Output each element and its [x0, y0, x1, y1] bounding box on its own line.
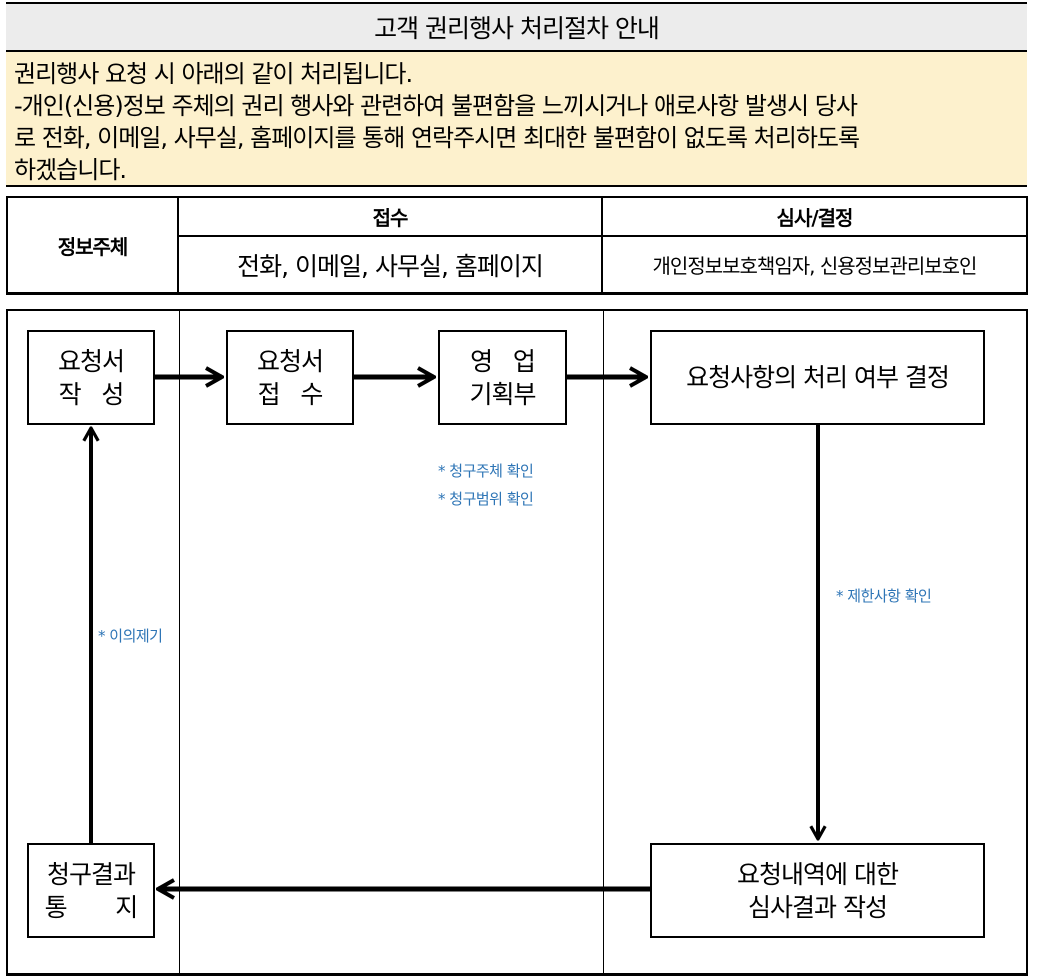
step-label: 요청사항의 처리 여부 결정 — [686, 363, 950, 392]
step-receive-request: 요청서 접 수 — [226, 330, 354, 425]
step-notify-result: 청구결과 통 지 — [27, 843, 155, 938]
notice-line: 권리행사 요청 시 아래의 같이 처리됩니다. — [14, 60, 413, 88]
step-label: 청구결과 — [46, 859, 136, 889]
reception-header: 접수 — [179, 198, 603, 237]
review-header: 심사/결정 — [603, 198, 1026, 237]
notice-line: 로 전화, 이메일, 사무실, 홈페이지를 통해 연락주시면 최대한 불편함이 … — [14, 124, 860, 152]
flow-diagram — [6, 309, 1028, 976]
step-label: 영 업 — [470, 346, 536, 376]
note-objection: * 이의제기 — [98, 627, 163, 645]
lane-divider — [179, 311, 180, 973]
note-check-scope: * 청구범위 확인 — [438, 490, 534, 508]
process-table: 정보주체 접수 심사/결정 전화, 이메일, 사무실, 홈페이지 개인정보보호책… — [6, 196, 1028, 295]
review-value: 개인정보보호책임자, 신용정보관리보호인 — [652, 254, 978, 278]
step-label: 요청서 — [57, 346, 125, 376]
step-sales-planning: 영 업 기획부 — [438, 330, 567, 425]
reception-value: 전화, 이메일, 사무실, 홈페이지 — [179, 237, 603, 292]
notice-line: 하겠습니다. — [14, 156, 127, 184]
notice-line: -개인(신용)정보 주체의 권리 행사와 관련하여 불편함을 느끼시거나 애로사… — [14, 92, 858, 120]
step-write-request: 요청서 작 성 — [27, 330, 155, 425]
note-check-subject: * 청구주체 확인 — [438, 462, 534, 480]
lane-divider — [603, 311, 604, 973]
notice-box: 권리행사 요청 시 아래의 같이 처리됩니다. -개인(신용)정보 주체의 권리… — [6, 52, 1027, 187]
note-check-limits: * 제한사항 확인 — [836, 587, 932, 605]
step-label: 요청서 — [256, 346, 324, 376]
subject-header: 정보주체 — [8, 198, 179, 292]
step-review-result: 요청내역에 대한 심사결과 작성 — [650, 843, 985, 938]
step-label: 요청내역에 대한 — [737, 859, 899, 889]
step-label: 작 성 — [58, 379, 125, 409]
step-label: 심사결과 작성 — [748, 892, 888, 922]
page-title: 고객 권리행사 처리절차 안내 — [6, 2, 1027, 52]
step-label: 통 지 — [44, 892, 139, 922]
step-label: 기획부 — [469, 379, 536, 409]
step-label: 접 수 — [257, 379, 324, 409]
step-decide: 요청사항의 처리 여부 결정 — [650, 330, 985, 425]
